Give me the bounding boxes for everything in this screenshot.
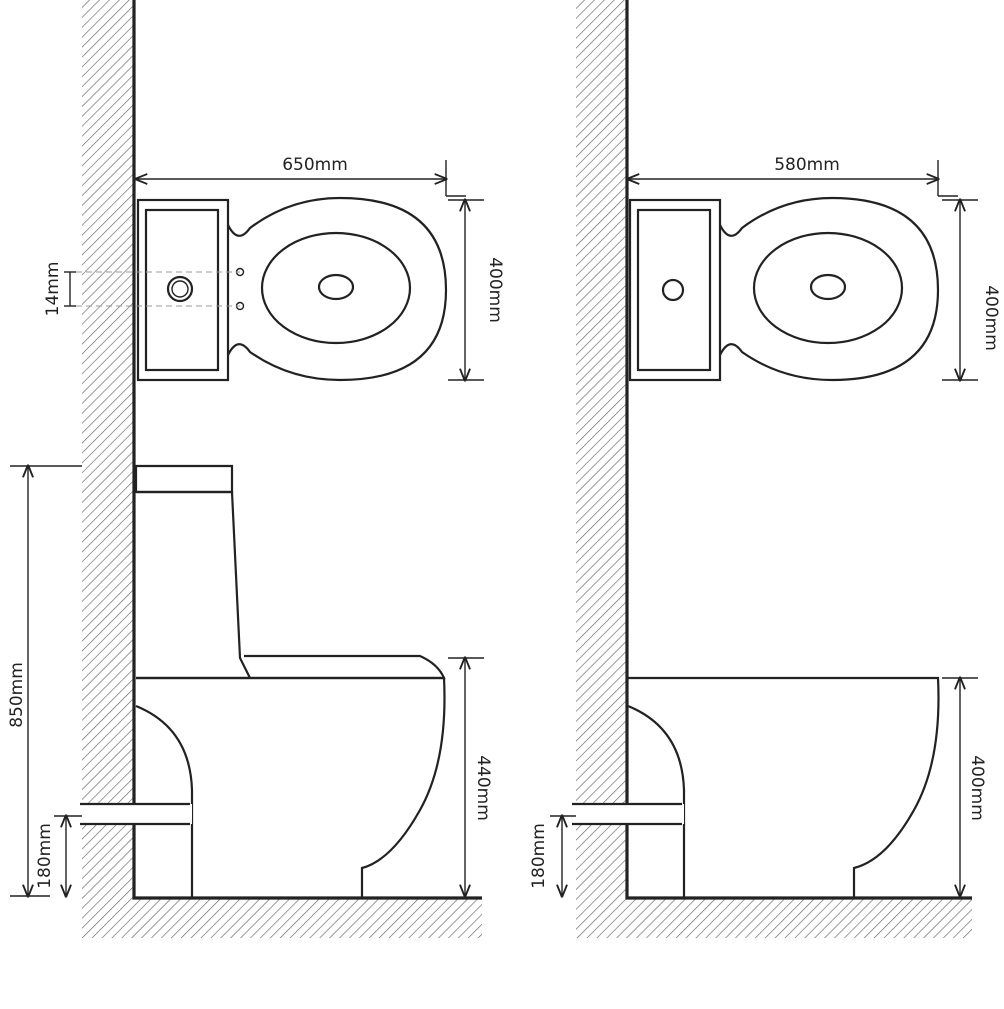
right-top-view: 580mm 400mm [628, 155, 1001, 380]
right-trap-curve [627, 704, 686, 898]
left-bowl-outline [227, 196, 448, 382]
left-height-label: 850mm [7, 662, 27, 728]
left-flush-button [166, 275, 194, 303]
right-drain [809, 273, 847, 301]
left-wall-hatch [82, 0, 134, 898]
left-tank-lid [134, 464, 234, 494]
left-bowl-side [136, 676, 446, 898]
left-side-view: 850mm 180mm 440mm [7, 466, 493, 898]
left-depth-label: 400mm [485, 257, 505, 323]
right-wall-line [625, 0, 972, 900]
right-bowl-outline [719, 196, 940, 382]
left-width-label: 650mm [282, 155, 348, 175]
left-diagram: 650mm 400mm 14mm [7, 0, 505, 938]
left-floor-hatch [82, 898, 482, 938]
left-seat-label: 440mm [473, 755, 493, 821]
right-wall-hatch [576, 0, 626, 898]
left-hole-label: 14mm [43, 262, 63, 317]
right-width-label: 580mm [774, 155, 840, 175]
right-depth-label: 400mm [981, 285, 1001, 351]
left-seat-lid [136, 654, 446, 680]
left-outlet-pipe [80, 804, 192, 824]
right-side-view: 180mm 400mm [529, 678, 987, 898]
right-pipe-label: 180mm [529, 823, 549, 889]
left-tank-inner [144, 208, 220, 372]
right-flush-button [661, 278, 685, 302]
right-bowl-inner [752, 231, 904, 345]
right-diagram: 580mm 400mm 180mm 400mm [529, 0, 1001, 938]
left-wall-line [132, 0, 482, 900]
right-outlet-pipe [572, 804, 684, 824]
left-tank-outline [136, 198, 230, 382]
left-trap-curve [135, 704, 194, 898]
right-floor-hatch [576, 898, 972, 938]
right-tank-inner [636, 208, 712, 372]
right-bowl-side [628, 676, 940, 898]
left-top-view: 650mm 400mm 14mm [43, 155, 505, 380]
left-tank-body [136, 490, 251, 679]
left-pipe-label: 180mm [35, 823, 55, 889]
right-tank-outline [628, 198, 722, 382]
left-bowl-inner [260, 231, 412, 345]
right-seat-label: 400mm [967, 755, 987, 821]
left-drain [317, 273, 355, 301]
